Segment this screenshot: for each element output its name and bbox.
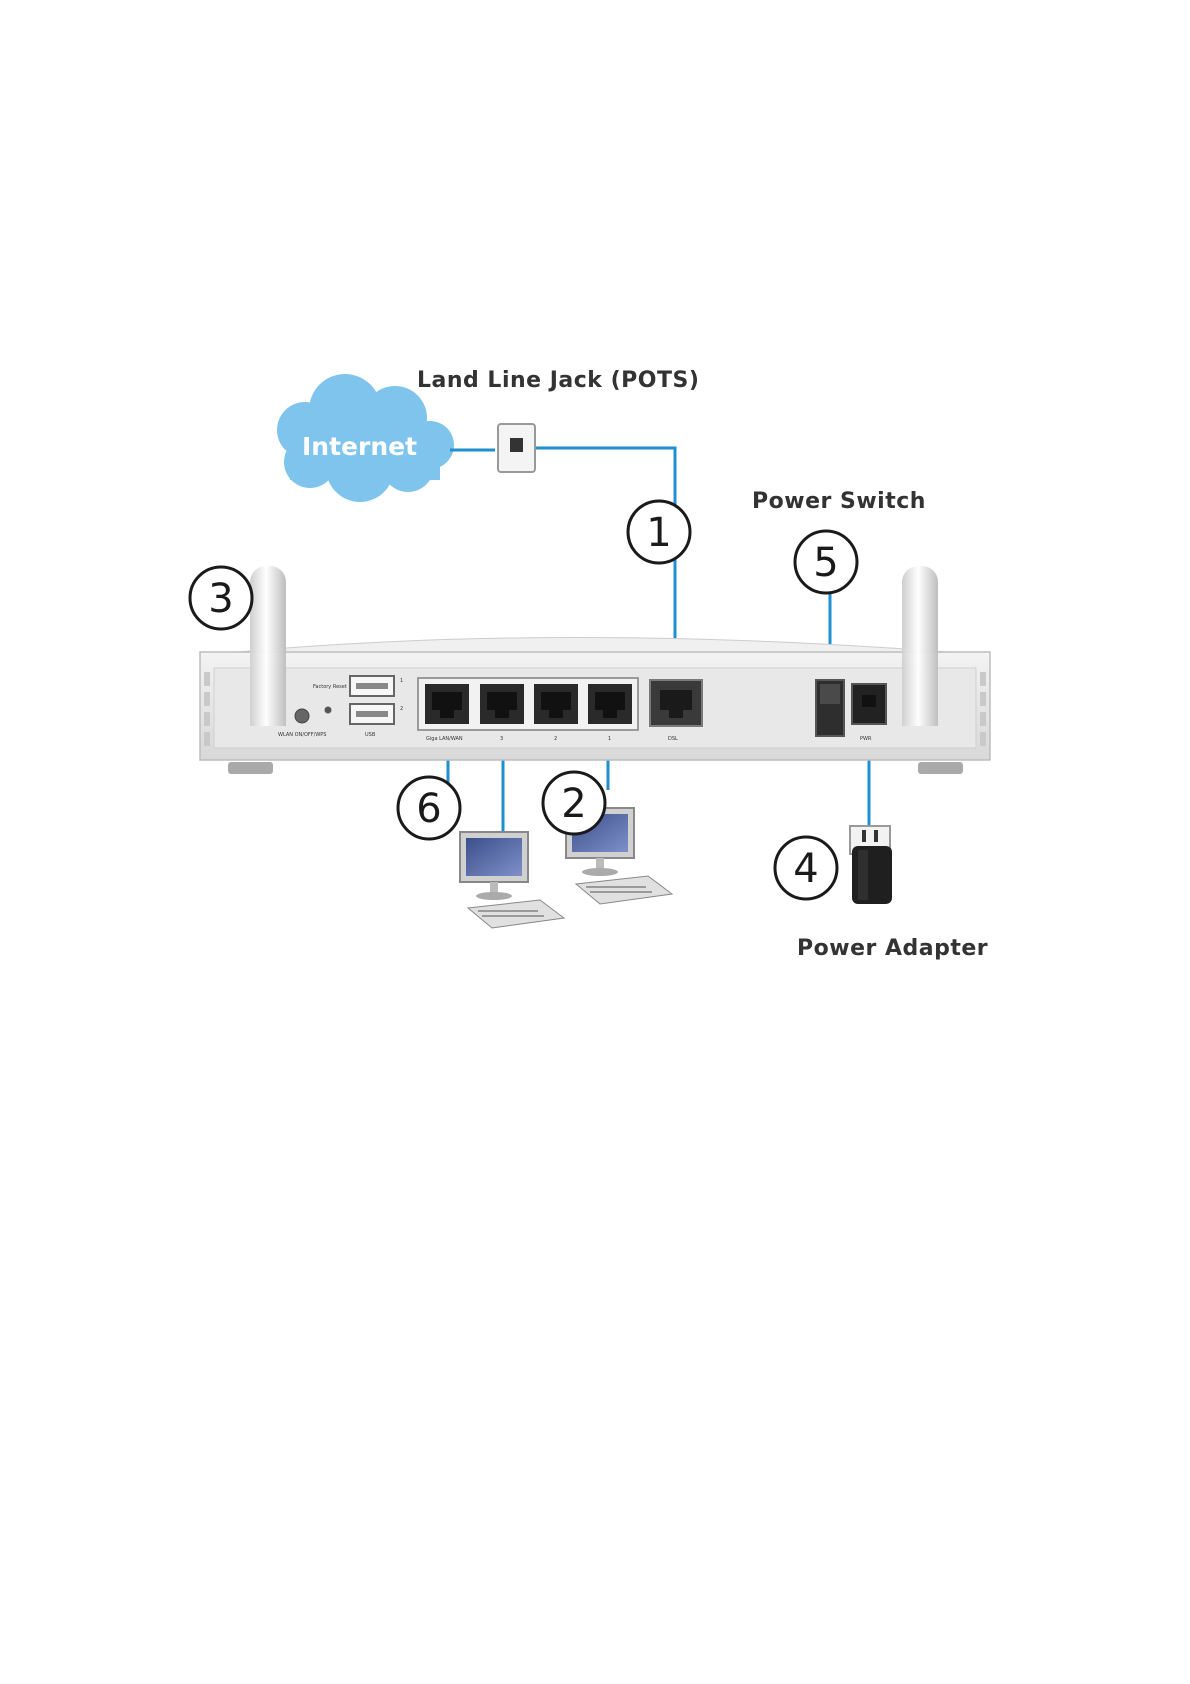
power-adapter-label: Power Adapter: [797, 936, 988, 961]
usb-port-2-number: 2: [400, 706, 403, 712]
land-line-jack-label: Land Line Jack (POTS): [417, 368, 699, 393]
callout-3: 3: [190, 567, 252, 629]
callout-5-number: 5: [813, 540, 838, 586]
lan-port-1[interactable]: [425, 684, 469, 724]
dsl-label: DSL: [668, 736, 678, 742]
lan-2-label: 3: [500, 736, 503, 742]
callout-1-number: 1: [646, 510, 671, 556]
lan-1-label: Giga LAN/WAN: [426, 736, 463, 742]
lan-port-3[interactable]: [534, 684, 578, 724]
computer-icon: [460, 832, 564, 928]
pwr-port[interactable]: [852, 684, 886, 724]
power-switch[interactable]: [816, 680, 844, 736]
wall-jack-icon: [498, 424, 535, 472]
callout-2-number: 2: [561, 781, 586, 827]
wlan-button[interactable]: [295, 709, 309, 723]
dsl-port[interactable]: [650, 680, 702, 726]
internet-cloud-icon: Internet: [277, 374, 454, 502]
pwr-label: PWR: [860, 736, 872, 742]
callout-5: 5: [795, 531, 857, 593]
callout-1: 1: [628, 501, 690, 563]
callout-6-number: 6: [416, 786, 441, 832]
power-adapter-icon: [850, 826, 892, 904]
lan-4-label: 1: [608, 736, 611, 742]
callout-2: 2: [543, 772, 605, 834]
lan-3-label: 2: [554, 736, 557, 742]
callout-4: 4: [775, 837, 837, 899]
callout-6: 6: [398, 777, 460, 839]
power-switch-label: Power Switch: [752, 489, 926, 514]
factory-reset-button[interactable]: [325, 707, 332, 714]
usb-port-1-number: 1: [400, 678, 403, 684]
factory-reset-label: Factory Reset: [313, 684, 347, 690]
usb-label: USB: [365, 732, 376, 738]
internet-label: Internet: [302, 432, 417, 461]
wlan-label: WLAN ON/OFF/WPS: [278, 732, 326, 738]
lan-port-4[interactable]: [588, 684, 632, 724]
callout-4-number: 4: [793, 846, 818, 892]
callout-3-number: 3: [208, 576, 233, 622]
lan-port-2[interactable]: [480, 684, 524, 724]
